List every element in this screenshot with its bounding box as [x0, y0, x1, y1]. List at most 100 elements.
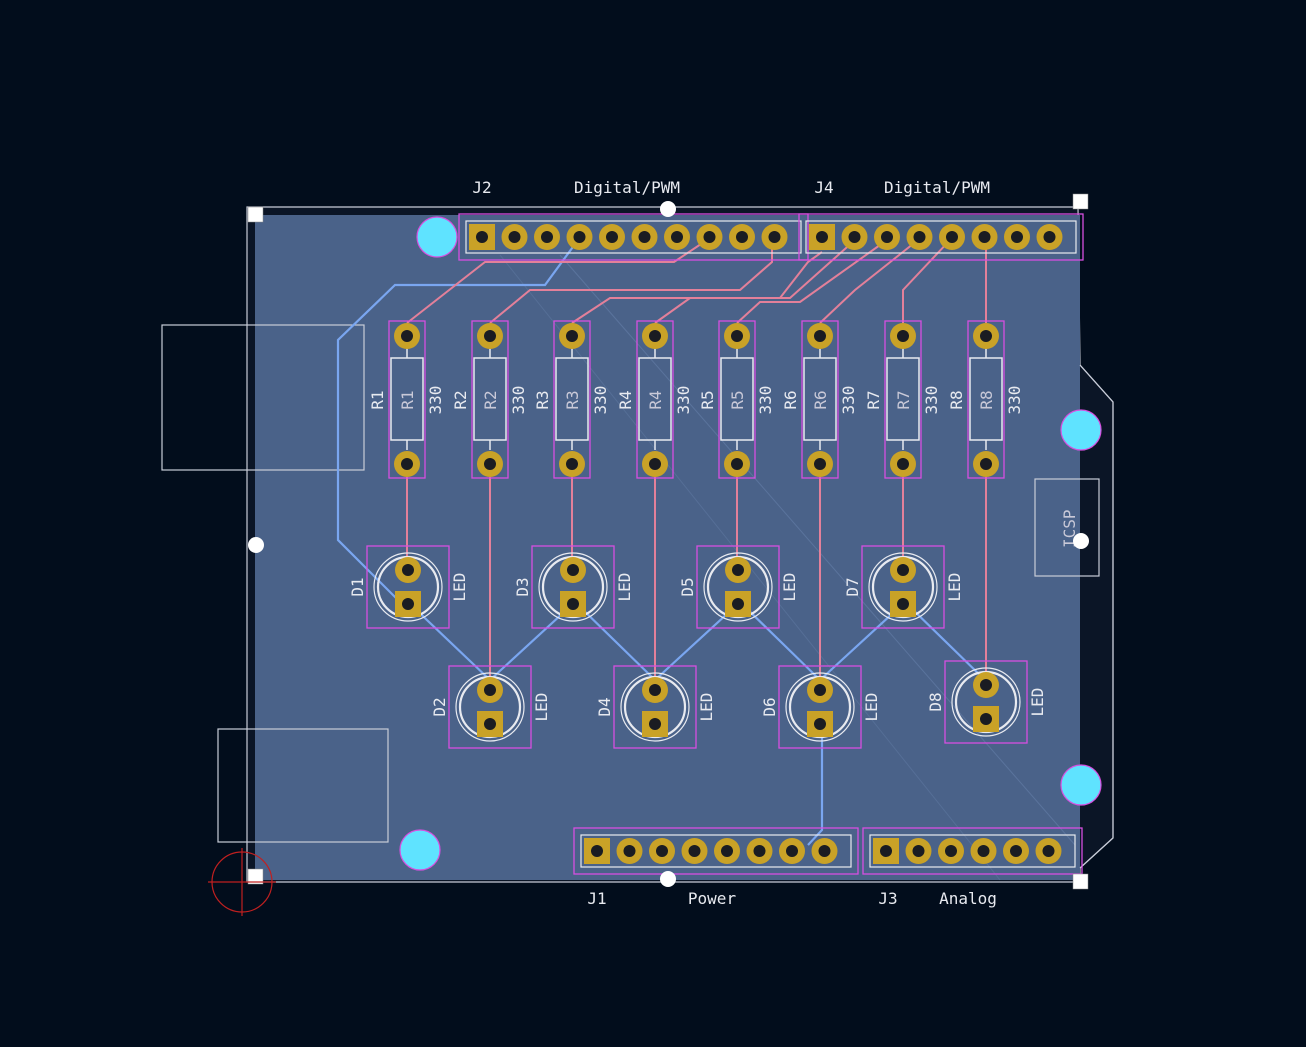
- drill-hole: [980, 458, 992, 470]
- drill-hole: [731, 458, 743, 470]
- drill-hole: [401, 330, 413, 342]
- resistor-courtyard: [471, 320, 509, 479]
- resistor-ref-label: R3: [533, 390, 552, 409]
- drill-hole: [731, 330, 743, 342]
- corner-handle[interactable]: [247, 206, 264, 223]
- front-traces[interactable]: [406, 239, 987, 690]
- drill-hole: [606, 231, 618, 243]
- edge-handle[interactable]: [248, 537, 264, 553]
- mounting-hole[interactable]: [1060, 764, 1102, 806]
- led-silk-outline: [455, 672, 525, 742]
- drill-hole: [881, 231, 893, 243]
- resistor-ref-label: R6: [781, 390, 800, 409]
- mounting-hole[interactable]: [1060, 409, 1102, 451]
- drill-hole: [732, 598, 744, 610]
- drill-hole: [566, 458, 578, 470]
- icsp-outline: [1034, 478, 1100, 577]
- connector-silk-outline: [869, 834, 1076, 868]
- led-silk-outline: [703, 552, 773, 622]
- drill-hole: [913, 231, 926, 243]
- drill-hole: [897, 598, 909, 610]
- board[interactable]: [246, 206, 1114, 883]
- drill-hole: [816, 231, 828, 243]
- drill-hole: [1010, 845, 1022, 857]
- resistor-value-label: 330: [756, 386, 775, 415]
- drill-hole: [897, 564, 909, 576]
- power-jack-outline: [217, 728, 389, 843]
- back-trace[interactable]: [407, 601, 986, 681]
- led-silk-outline: [951, 667, 1021, 737]
- drill-hole: [671, 231, 683, 243]
- front-trace[interactable]: [489, 240, 773, 324]
- resistor-courtyard: [884, 320, 922, 479]
- drill-hole: [814, 458, 826, 470]
- drill-hole: [476, 231, 488, 243]
- resistor-ref-label: R1: [368, 390, 387, 409]
- drill-hole: [484, 330, 496, 342]
- led-courtyard: [531, 545, 615, 629]
- drill-hole: [1042, 845, 1055, 857]
- led-ref-label: D2: [430, 697, 449, 716]
- front-trace[interactable]: [902, 239, 951, 323]
- drill-hole: [721, 845, 733, 857]
- resistor-fab-ref: R4: [646, 390, 665, 409]
- resistor-courtyard: [967, 320, 1005, 479]
- back-trace[interactable]: [807, 720, 824, 846]
- edge-handle[interactable]: [660, 201, 676, 217]
- led-ref-label: D8: [926, 692, 945, 711]
- drill-hole: [980, 330, 992, 342]
- edge-handle[interactable]: [660, 871, 676, 887]
- edge-handle[interactable]: [1073, 533, 1089, 549]
- front-trace[interactable]: [406, 239, 708, 324]
- drill-hole: [484, 718, 496, 730]
- drill-hole: [508, 231, 521, 243]
- corner-handle[interactable]: [1072, 193, 1089, 210]
- drill-hole: [591, 845, 603, 857]
- back-traces[interactable]: [336, 239, 986, 846]
- led-courtyard: [366, 545, 450, 629]
- front-trace[interactable]: [736, 239, 888, 324]
- connector-value-label: Power: [688, 889, 737, 908]
- connector-value-label: Digital/PWM: [884, 178, 990, 197]
- front-trace[interactable]: [819, 239, 919, 324]
- selection-handles[interactable]: [247, 193, 1089, 890]
- led-ref-label: D7: [843, 577, 862, 596]
- back-trace[interactable]: [336, 239, 579, 603]
- corner-handle[interactable]: [247, 868, 264, 885]
- corner-handle[interactable]: [1072, 873, 1089, 890]
- drill-hole: [980, 679, 992, 691]
- mounting-hole[interactable]: [416, 216, 458, 258]
- front-trace[interactable]: [654, 239, 856, 324]
- drill-hole: [623, 845, 636, 857]
- drill-hole: [814, 718, 826, 730]
- resistor-ref-label: R7: [864, 390, 883, 409]
- mounting-hole[interactable]: [399, 829, 441, 871]
- resistor-value-label: 330: [839, 386, 858, 415]
- board-copper-fill: [255, 215, 1080, 880]
- led-silk-outline: [620, 672, 690, 742]
